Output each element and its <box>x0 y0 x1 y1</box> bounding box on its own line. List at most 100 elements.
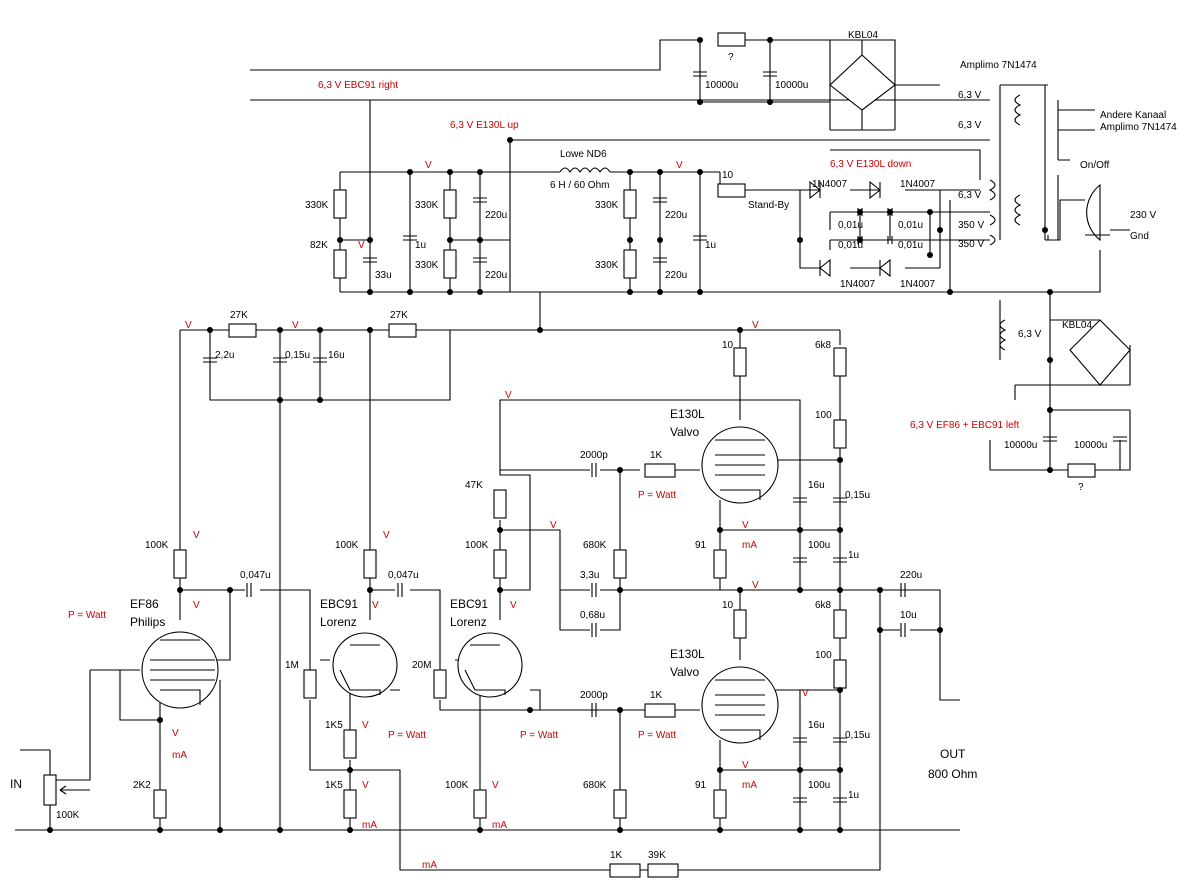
label-switch: On/Off <box>1080 160 1109 171</box>
vacuum-tubes <box>141 426 779 744</box>
label-cap-16u-psu: 16u <box>328 350 345 361</box>
annot-v-ebc91r-plate: V <box>510 600 517 611</box>
label-tube-ebc91-r-type: EBC91 <box>450 597 488 611</box>
label-res-27k-a: 27K <box>230 310 248 321</box>
junctions <box>47 37 1053 833</box>
label-res-82k: 82K <box>310 240 328 251</box>
annot-v-psu-a: V <box>358 240 365 251</box>
label-cap-1u-a: 1u <box>415 240 426 251</box>
measurement-annotations: V V V V V V V V V V V V V V V V V V V V … <box>68 160 809 871</box>
annot-v-e130l-bottom-cathode: V <box>742 760 749 771</box>
resistor-330k-d <box>623 189 637 219</box>
label-res-330k-d: 330K <box>595 200 619 211</box>
label-cap-16u-top: 16u <box>808 480 825 491</box>
bridge-bottom <box>1069 319 1131 386</box>
resistor-91-top <box>713 549 727 579</box>
label-cap-1u-b: 1u <box>705 240 716 251</box>
annot-ma-e130l-bottom: mA <box>742 780 757 791</box>
label-tube-e130l-bottom-type: E130L <box>670 647 705 661</box>
label-resistor-unknown-top: ? <box>728 52 734 63</box>
resistor-1k-bottom <box>644 703 676 718</box>
label-cap-10u-out: 10u <box>900 610 917 621</box>
choke-coil <box>559 167 611 174</box>
resistor-6k8-bottom <box>833 609 847 639</box>
resistor-20m <box>433 669 447 699</box>
tube-labels: EF86 Philips EBC91 Lorenz EBC91 Lorenz E… <box>130 407 705 679</box>
resistor-100-bottom <box>833 659 847 689</box>
annot-v-ebc91l-anode: V <box>383 530 390 541</box>
inductors-and-transformers <box>559 94 1101 351</box>
label-cap-220u-d: 220u <box>665 270 687 281</box>
label-res-2k2: 2K2 <box>133 780 151 791</box>
resistor-27k-b <box>388 323 417 338</box>
annot-ma-e130l-top: mA <box>742 540 757 551</box>
label-cap-33u: 33u <box>375 270 392 281</box>
resistor-91-bottom <box>713 789 727 819</box>
label-res-1k5-b: 1K5 <box>325 780 343 791</box>
label-diode-a: 1N4007 <box>812 179 847 190</box>
annot-power-e130l-bottom: P = Watt <box>638 730 676 741</box>
label-res-10-psu: 10 <box>722 170 734 181</box>
label-cap-015u-bottom: 0,15u <box>845 730 870 741</box>
resistor-10-top <box>733 347 747 377</box>
label-res-330k-e: 330K <box>595 260 619 271</box>
label-cap-10000u-a: 10000u <box>705 80 738 91</box>
label-res-1k-feedback: 1K <box>610 850 623 861</box>
label-cap-0047u-b: 0,047u <box>388 570 419 581</box>
label-cap-10000u-b: 10000u <box>775 80 808 91</box>
label-cap-1u-top: 1u <box>848 550 859 561</box>
label-tube-ebc91-l-brand: Lorenz <box>320 615 357 629</box>
label-transformer-main: Amplimo 7N1474 <box>960 60 1037 71</box>
annot-ma-ef86: mA <box>172 750 187 761</box>
label-res-100k-cathode: 100K <box>445 780 469 791</box>
annot-v-ef86-cathode: V <box>172 728 179 739</box>
resistor-39k-feedback <box>647 863 679 878</box>
label-tube-ef86-type: EF86 <box>130 597 159 611</box>
bridge-top <box>829 54 896 111</box>
annot-v-psu-c: V <box>676 160 683 171</box>
label-res-47k: 47K <box>465 480 483 491</box>
annot-v-ef86-plate: V <box>193 600 200 611</box>
label-tap-6v3-d: 6,3 V <box>1018 329 1042 340</box>
tube-ebc91-left <box>332 632 398 698</box>
annot-power-ebc91l: P = Watt <box>388 730 426 741</box>
capacitors <box>203 71 1127 803</box>
annot-power-ef86: P = Watt <box>68 610 106 621</box>
resistor-1k5-a <box>343 729 357 759</box>
label-tube-e130l-bottom-brand: Valvo <box>670 665 699 679</box>
annot-ma-ebc91r: mA <box>492 820 507 831</box>
label-cap-001u-a: 0,01u <box>838 220 863 231</box>
resistor-680k-top <box>613 549 627 579</box>
annot-v-e130l-bottom-anode: V <box>802 688 809 699</box>
resistor-1k5-b <box>343 789 357 819</box>
label-mains: 230 V <box>1130 210 1156 221</box>
rectifier-bridges <box>809 54 1131 386</box>
label-pot-100k: 100K <box>56 810 80 821</box>
label-res-100-bottom: 100 <box>815 650 832 661</box>
annot-power-ebc91r: P = Watt <box>520 730 558 741</box>
label-res-10-top: 10 <box>722 340 734 351</box>
label-transformer-other: Andere Kanaal <box>1100 110 1166 121</box>
annot-v-ebc91l-cathode-b: V <box>362 780 369 791</box>
label-choke-name: Lowe ND6 <box>560 149 607 160</box>
label-cap-0047u-a: 0,047u <box>240 570 271 581</box>
annot-v-b4: V <box>505 390 512 401</box>
label-diode-b: 1N4007 <box>900 179 935 190</box>
label-res-91-top: 91 <box>695 540 707 551</box>
annot-ma-ebc91l: mA <box>362 820 377 831</box>
label-cap-220u-b: 220u <box>485 270 507 281</box>
label-tube-e130l-top-type: E130L <box>670 407 705 421</box>
label-res-6k8-top: 6k8 <box>815 340 832 351</box>
label-cap-22u: 2,2u <box>215 350 234 361</box>
label-res-1k-bottom: 1K <box>650 690 663 701</box>
label-res-39k-feedback: 39K <box>648 850 666 861</box>
label-tap-6v3-b: 6,3 V <box>958 120 982 131</box>
label-tap-350v-b: 350 V <box>958 239 984 250</box>
resistor-1m <box>303 669 317 699</box>
annot-v-b1: V <box>185 320 192 331</box>
label-gnd: Gnd <box>1130 231 1149 242</box>
resistor-100k-ebc91-l <box>363 549 377 579</box>
transformer-primary <box>1014 94 1022 226</box>
resistor-47k <box>493 489 507 519</box>
label-res-330k-c: 330K <box>415 260 439 271</box>
